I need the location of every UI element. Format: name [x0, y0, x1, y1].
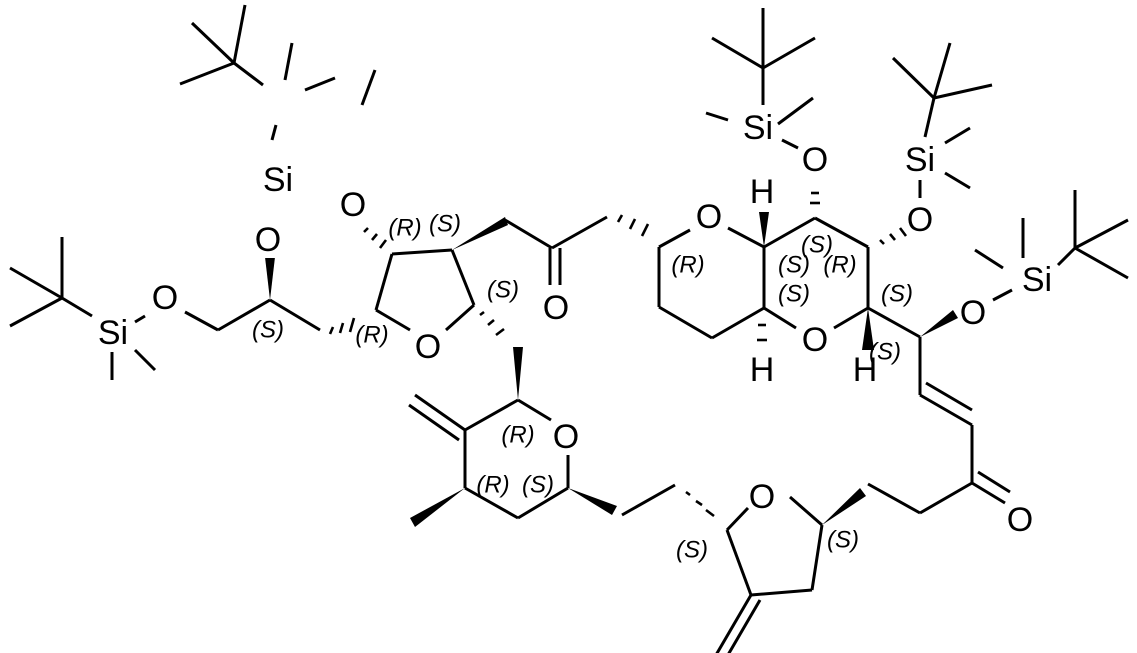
atom-label: H	[750, 351, 775, 389]
hashed-bonds	[328, 191, 908, 518]
stereo-descriptor: (S)	[252, 317, 284, 344]
atom-label: O	[696, 198, 722, 236]
wedge-bonds	[265, 212, 958, 527]
atom-label: O	[543, 289, 569, 327]
atom-label: O	[553, 418, 579, 456]
atom-label: O	[960, 294, 986, 332]
atom-label: O	[802, 321, 828, 359]
atom-label: Si	[1022, 261, 1052, 299]
stereo-descriptor: (S)	[429, 211, 461, 238]
atom-label: O	[340, 186, 366, 224]
stereo-descriptor: (S)	[778, 252, 810, 279]
atom-label: H	[853, 351, 878, 389]
stereo-descriptor: (R)	[476, 472, 509, 499]
atom-label-background	[740, 110, 776, 146]
atom-label-background	[960, 295, 986, 331]
atom-label-background	[543, 290, 569, 326]
atom-label-background	[152, 280, 178, 316]
atom-label: O	[255, 221, 281, 259]
stereo-descriptor: (S)	[801, 232, 833, 259]
atom-label: H	[750, 173, 775, 211]
stereo-labels: (S)(R)(R)(S)(S)(R)(S)(S)(R)(S)(S)(S)(R)(…	[252, 211, 913, 564]
stereo-descriptor: (S)	[881, 281, 913, 308]
atom-label-background	[749, 479, 775, 515]
stereo-descriptor: (S)	[869, 339, 901, 366]
atom-label-background	[802, 142, 828, 178]
atom-label-background	[553, 419, 579, 455]
atom-label-background	[902, 142, 938, 178]
atom-label-background	[749, 352, 775, 388]
stereo-descriptor: (S)	[676, 537, 708, 564]
atom-label-background	[415, 329, 441, 365]
atom-label: O	[152, 279, 178, 317]
stereo-descriptor: (S)	[827, 527, 859, 554]
atom-label: O	[415, 328, 441, 366]
atom-label: Si	[98, 314, 128, 352]
stereo-descriptor: (R)	[501, 422, 534, 449]
stereo-descriptor: (R)	[388, 215, 421, 242]
stereo-descriptor: (S)	[778, 281, 810, 308]
atom-label: O	[802, 141, 828, 179]
atom-label: O	[1007, 501, 1033, 539]
atom-label: Si	[743, 109, 773, 147]
stereo-descriptor: (R)	[823, 252, 856, 279]
atom-label-background	[1007, 502, 1033, 538]
atom-label-background	[852, 352, 878, 388]
stereo-descriptor: (R)	[355, 322, 388, 349]
atom-label: O	[749, 478, 775, 516]
atom-label-background	[95, 315, 131, 351]
atom-label-background	[1019, 262, 1055, 298]
atom-label-background	[749, 174, 775, 210]
stereo-descriptor: (S)	[522, 472, 554, 499]
atom-label-background	[907, 202, 933, 238]
atom-label: Si	[905, 141, 935, 179]
stereo-descriptor: (R)	[671, 252, 704, 279]
atom-label: Si	[263, 161, 293, 199]
atom-label-background	[802, 322, 828, 358]
atom-label: O	[907, 201, 933, 239]
atom-label-background	[260, 162, 296, 198]
atom-label-background	[255, 222, 281, 258]
atom-label-background	[696, 199, 722, 235]
bonds	[9, 4, 1129, 653]
stereo-descriptor: (S)	[487, 277, 519, 304]
atom-label-background	[340, 187, 366, 223]
